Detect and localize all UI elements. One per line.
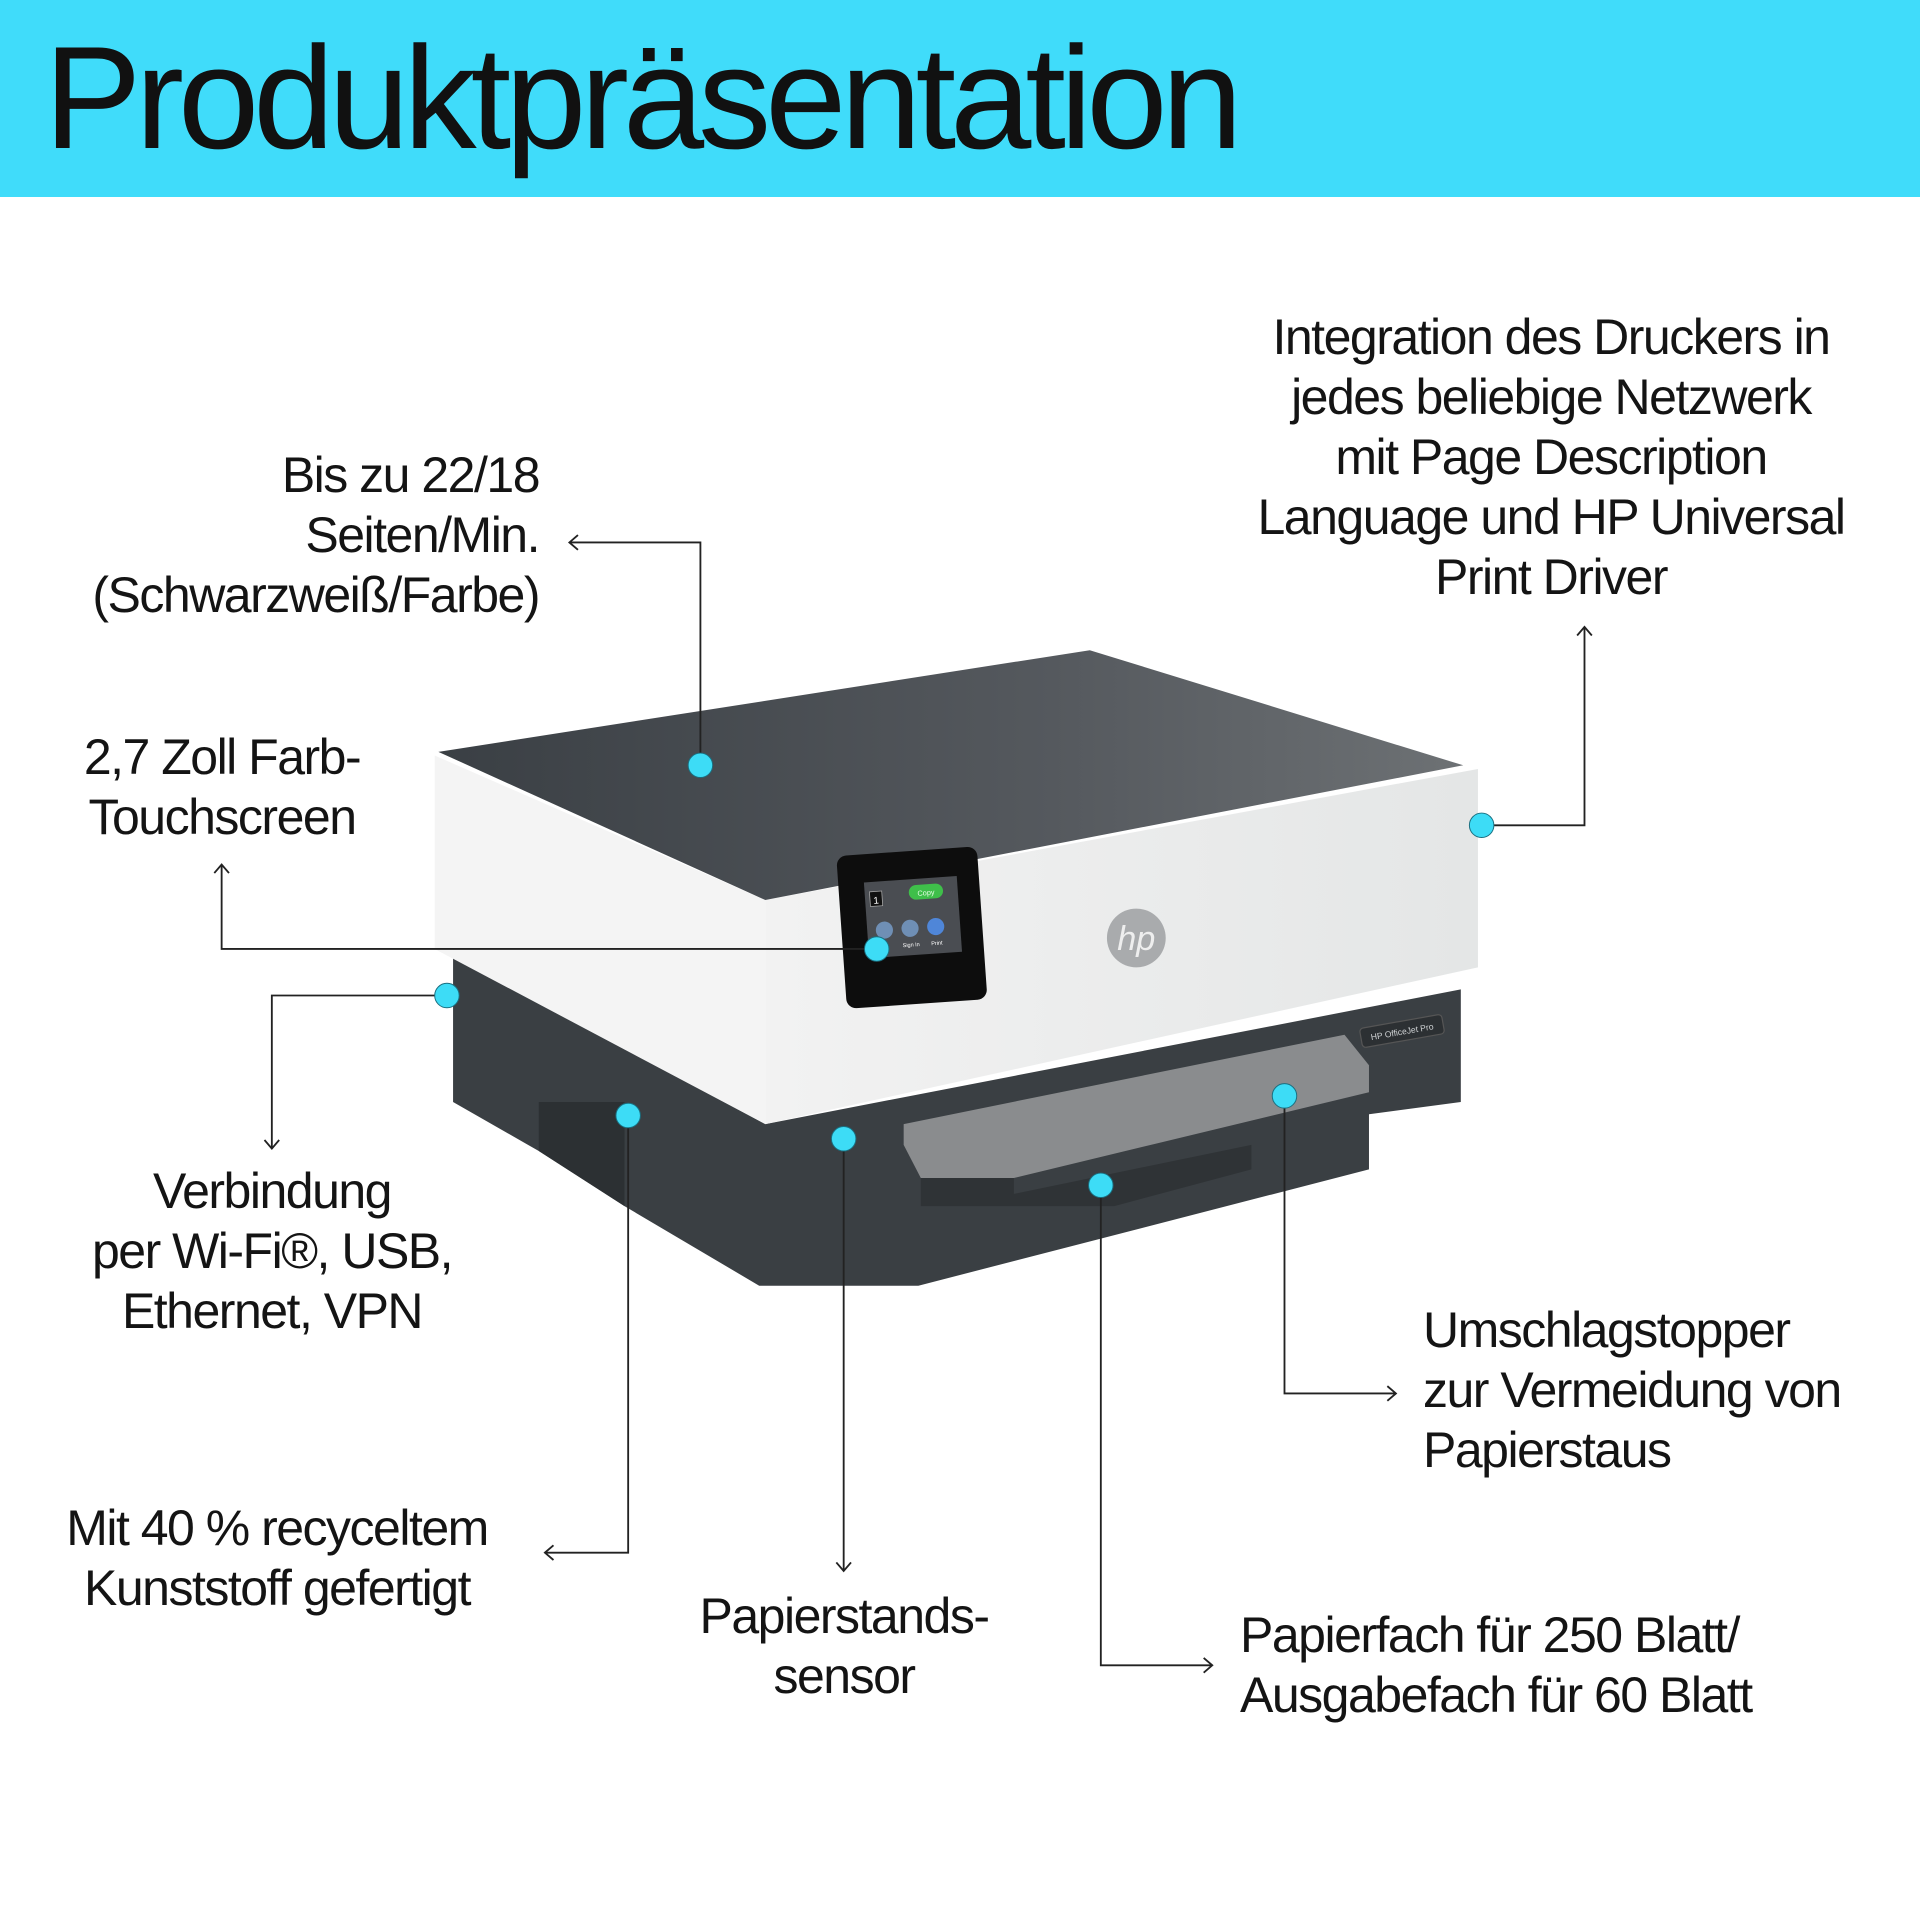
callout-line: Language und HP Universal [1257,489,1846,545]
leader-lines [213,534,1593,1674]
callout-line: sensor [773,1648,916,1704]
callout-line: Integration des Druckers in [1272,309,1831,365]
paper-tray-front [920,1144,1252,1207]
callout-line: Papierfach für 250 Blatt/ [1240,1607,1740,1663]
callout-line: Print Driver [1434,549,1669,605]
callout-line: (Schwarzweiß/Farbe) [92,567,540,623]
callout-line: Umschlagstopper [1423,1302,1791,1358]
callout-paper-tray: Papierfach für 250 Blatt/Ausgabefach für… [1240,1605,1753,1725]
callout-line: Mit 40 % recyceltem [66,1500,489,1556]
callout-line: Kunststoff gefertigt [84,1560,472,1616]
callout-line: Verbindung [152,1163,393,1219]
callout-paper-sensor: Papierstands-sensor [644,1586,1044,1706]
callout-touchscreen: 2,7 Zoll Farb-Touchscreen [22,727,422,847]
hp-logo [1106,908,1166,968]
callout-line: per Wi-Fi®, USB, [91,1223,454,1279]
paper-tray [903,1034,1369,1178]
printer-left-side [434,755,766,1125]
page-title: Produktpräsentation [44,16,1243,179]
screen-count: 1 [873,896,879,907]
callout-line: mit Page Description [1335,429,1768,485]
screen-copy-button [908,883,944,900]
callout-line: Papierstands- [699,1588,991,1644]
callout-line: Ethernet, VPN [121,1283,424,1339]
screen-copy-label: Copy [917,888,935,898]
model-badge: HP OfficeJet Pro [1359,1014,1445,1048]
callout-dots [434,752,1495,1199]
header-banner: Produktpräsentation [0,0,1920,197]
screen-print-label: Print [931,940,943,947]
callout-line: Ausgabefach für 60 Blatt [1240,1667,1753,1723]
printer-lid [438,650,1464,900]
printer-base-shade [538,1102,625,1207]
callout-line: jedes beliebige Netzwerk [1291,369,1812,425]
callout-line: 2,7 Zoll Farb- [83,729,362,785]
callout-line: Touchscreen [88,789,358,845]
callout-line: Bis zu 22/18 [281,447,541,503]
callout-line: zur Vermeidung von [1423,1362,1842,1418]
screen-sign-in-label: Sign In [903,942,921,949]
touchscreen: 1 Copy Sign In Print [836,846,987,1009]
hp-logo-text: hp [1117,920,1155,958]
callout-line: Seiten/Min. [305,507,540,563]
callout-line: Papierstaus [1423,1422,1672,1478]
